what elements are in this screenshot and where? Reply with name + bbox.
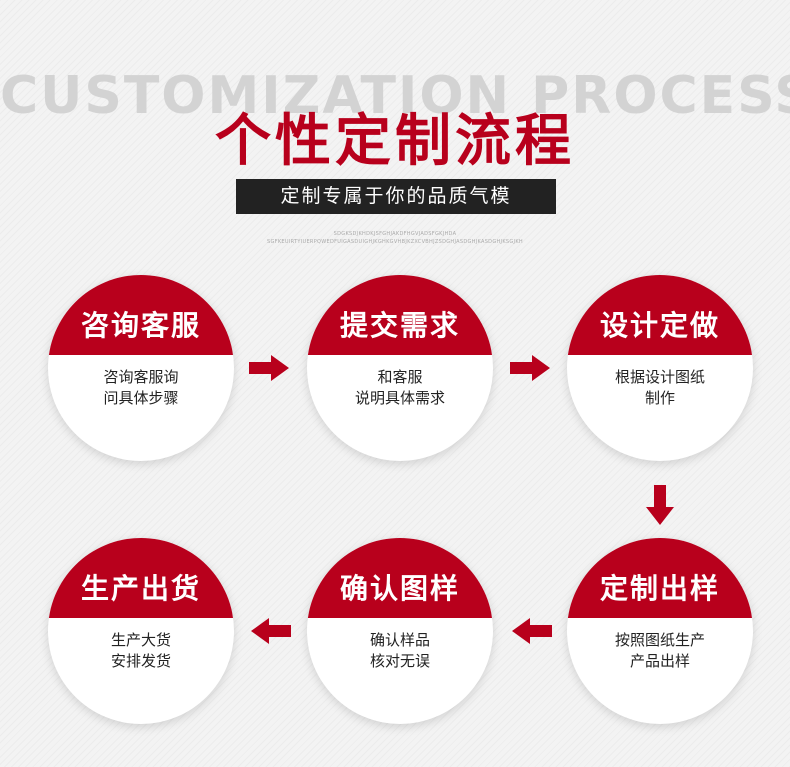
decorative-tiny-text-2: SGFKEUIRTYIUERPQWEDFUIGASDUIGHJKGHKGVHBJ…	[267, 239, 523, 245]
step-description: 根据设计图纸 制作	[567, 367, 753, 409]
step-title: 提交需求	[339, 309, 460, 342]
step-title: 确认图样	[339, 572, 460, 605]
decorative-tiny-text-1: SDGKSDJKHDKJSFGHJAKDFHGVJADSFGKJHDA	[333, 231, 457, 237]
arrow-right-icon	[510, 355, 550, 381]
step-header-band	[48, 275, 234, 355]
step-description-line: 问具体步骤	[103, 389, 179, 407]
arrow-left-icon	[251, 618, 291, 644]
step-design: 设计定做 根据设计图纸 制作	[567, 275, 753, 461]
step-submit-request: 提交需求 和客服 说明具体需求	[307, 275, 493, 461]
step-description: 按照图纸生产 产品出样	[567, 630, 753, 672]
step-description-line: 产品出样	[629, 652, 690, 670]
step-header-band	[567, 275, 753, 355]
background-watermark-title: CUSTOMIZATION PROCESS	[0, 66, 790, 126]
step-description-line: 制作	[644, 389, 675, 407]
step-description: 生产大货 安排发货	[48, 630, 234, 672]
arrow-down-icon	[646, 485, 674, 525]
step-description-line: 按照图纸生产	[614, 631, 705, 649]
step-title: 咨询客服	[80, 309, 201, 342]
step-header-band	[307, 275, 493, 355]
step-header-band	[307, 538, 493, 618]
step-description-line: 咨询客服询	[103, 368, 179, 386]
step-description: 确认样品 核对无误	[307, 630, 493, 672]
step-description-line: 根据设计图纸	[614, 368, 705, 386]
subtitle-banner: 定制专属于你的品质气模	[236, 179, 556, 214]
step-description-line: 和客服	[377, 368, 423, 386]
step-consult: 咨询客服 咨询客服询 问具体步骤	[48, 275, 234, 461]
step-title: 设计定做	[599, 309, 720, 342]
arrow-left-icon	[512, 618, 552, 644]
step-header-band	[567, 538, 753, 618]
step-confirm-sample: 确认图样 确认样品 核对无误	[307, 538, 493, 724]
page-title: 个性定制流程	[215, 109, 575, 174]
step-production-shipping: 生产出货 生产大货 安排发货	[48, 538, 234, 724]
step-title: 定制出样	[599, 572, 720, 605]
step-description-line: 说明具体需求	[354, 389, 445, 407]
step-description-line: 确认样品	[369, 631, 430, 649]
arrow-right-icon	[249, 355, 289, 381]
step-description: 咨询客服询 问具体步骤	[48, 367, 234, 409]
step-sample-production: 定制出样 按照图纸生产 产品出样	[567, 538, 753, 724]
step-description-line: 核对无误	[369, 652, 430, 670]
step-description: 和客服 说明具体需求	[307, 367, 493, 409]
step-description-line: 生产大货	[110, 631, 171, 649]
step-header-band	[48, 538, 234, 618]
step-title: 生产出货	[80, 572, 201, 605]
step-description-line: 安排发货	[110, 652, 171, 670]
